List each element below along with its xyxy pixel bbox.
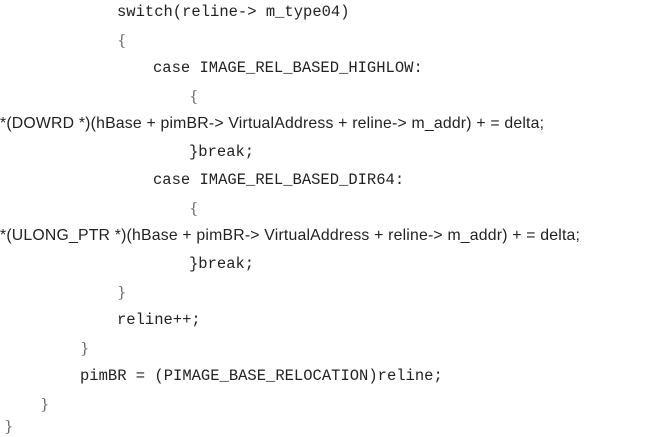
code-line-case-dir64: case IMAGE_REL_BASED_DIR64:	[153, 171, 405, 189]
code-line-close-break: }break;	[189, 143, 255, 161]
code-line-dword-assign: *(DOWRD *)(hBase + pimBR-> VirtualAddres…	[0, 115, 545, 132]
code-line-close-brace: }	[4, 417, 14, 435]
code-line-open-brace: {	[189, 87, 199, 105]
code-line-case-highlow: case IMAGE_REL_BASED_HIGHLOW:	[153, 59, 423, 77]
code-line-open-brace: {	[117, 31, 127, 49]
code-line-close-brace: }	[80, 339, 90, 357]
code-line-switch: switch(reline-> m_type04)	[117, 3, 350, 21]
code-line-reline-increment: reline++;	[117, 311, 201, 329]
code-line-pimbr-assign: pimBR = (PIMAGE_BASE_RELOCATION)reline;	[80, 367, 443, 385]
code-line-open-brace: {	[189, 199, 199, 217]
code-line-ulongptr-assign: *(ULONG_PTR *)(hBase + pimBR-> VirtualAd…	[0, 227, 581, 244]
code-line-close-brace: }	[40, 395, 50, 413]
code-line-close-break: }break;	[189, 255, 255, 273]
code-line-close-brace: }	[117, 283, 127, 301]
